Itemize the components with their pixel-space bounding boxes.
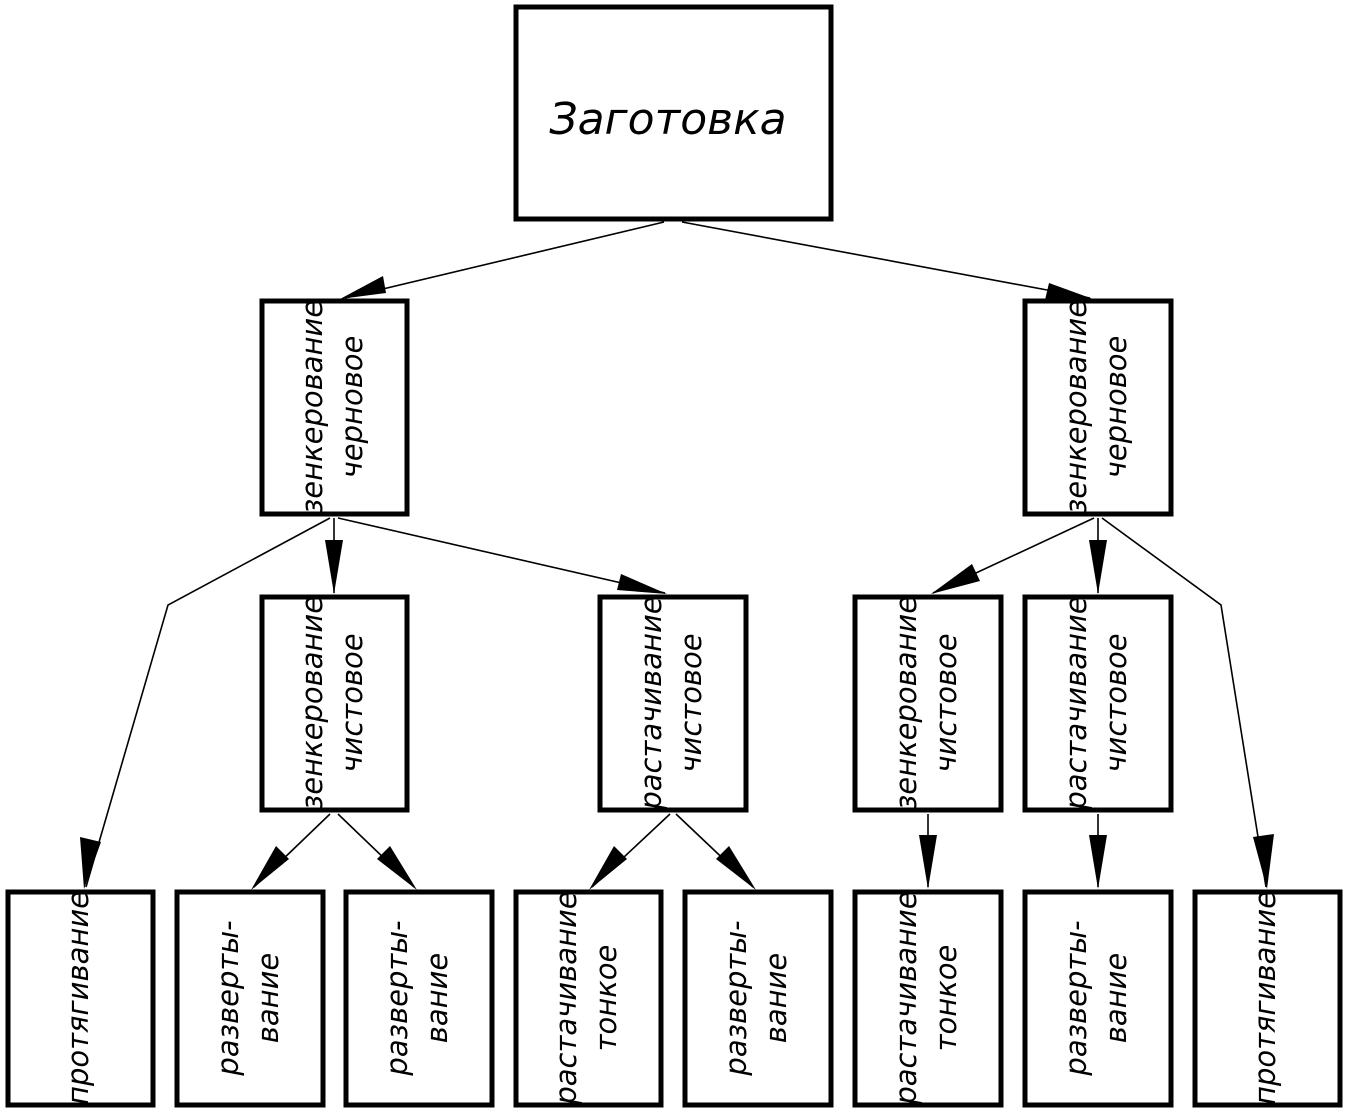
node-reaming-2-line-1: разверты- (380, 920, 414, 1076)
edge-root-to-rough-countersink-left (344, 221, 665, 299)
arrowhead-finish-countersink-left (325, 540, 343, 594)
node-fine-boring-right-line-2: тонкое (929, 945, 963, 1052)
node-finish-boring-left: растачивание чистовое (597, 594, 749, 813)
arrowhead-fine-boring-right (919, 835, 937, 889)
node-reaming-4: разверты- вание (1022, 889, 1174, 1108)
node-reaming-2-box (343, 889, 495, 1108)
node-finish-boring-right: растачивание чистовое (1022, 594, 1174, 813)
node-finish-boring-left-line-1: растачивание (634, 596, 668, 810)
node-broaching-right-box (1192, 889, 1343, 1108)
node-reaming-1-box (174, 889, 326, 1108)
arrowhead-reaming-2 (377, 846, 417, 890)
node-finish-countersink-right-line-1: зенкерование (889, 596, 923, 810)
arrowhead-finish-boring-right (1089, 540, 1107, 594)
edges (80, 221, 1274, 890)
node-fine-boring-left-line-2: тонкое (589, 945, 623, 1052)
node-rough-countersink-left: зенкерование черновое (259, 298, 410, 517)
edge-rough-right-to-broaching-right (1101, 517, 1267, 888)
arrowhead-broaching-left (80, 837, 101, 889)
arrowhead-fine-boring-left (589, 846, 627, 890)
node-fine-boring-right: растачивание тонкое (852, 889, 1004, 1108)
node-root-blank: Заготовка (513, 4, 834, 222)
node-reaming-4-line-1: разверты- (1059, 920, 1093, 1076)
node-finish-boring-left-box (597, 594, 749, 813)
node-rough-countersink-right-line-2: черновое (1099, 336, 1133, 479)
node-reaming-1-line-2: вание (251, 953, 285, 1044)
node-fine-boring-left: растачивание тонкое (513, 889, 664, 1108)
node-finish-countersink-left-box (259, 594, 410, 813)
node-fine-boring-right-box (852, 889, 1004, 1108)
node-root-box (513, 4, 834, 222)
node-reaming-4-line-2: вание (1099, 953, 1133, 1044)
node-finish-boring-right-line-2: чистовое (1099, 633, 1133, 772)
edge-rough-left-to-broaching-left (85, 517, 331, 888)
node-rough-countersink-left-line-1: зенкерование (295, 300, 329, 514)
arrowhead-broaching-right (1253, 834, 1274, 889)
node-fine-boring-left-box (513, 889, 664, 1108)
node-root-label: Заготовка (549, 94, 786, 145)
node-finish-countersink-left-line-1: зенкерование (295, 596, 329, 810)
node-reaming-2-line-2: вание (420, 953, 454, 1044)
node-broaching-right-line-1: протягивание (1248, 891, 1282, 1105)
arrowhead-finish-boring-left (617, 574, 667, 594)
node-finish-countersink-right: зенкерование чистовое (852, 594, 1004, 813)
node-finish-boring-left-line-2: чистовое (674, 633, 708, 772)
arrowhead-rough-countersink-left (340, 276, 386, 299)
node-rough-countersink-right-line-1: зенкерование (1059, 300, 1093, 514)
node-reaming-1-line-1: разверты- (211, 920, 245, 1076)
arrowhead-reaming-3 (716, 846, 756, 890)
node-broaching-left-line-1: протягивание (61, 891, 95, 1105)
node-reaming-3-line-1: разверты- (719, 920, 753, 1076)
arrowhead-rough-countersink-right (1045, 283, 1093, 300)
node-rough-countersink-right: зенкерование черновое (1022, 298, 1174, 517)
node-reaming-4-box (1022, 889, 1174, 1108)
node-finish-countersink-left: зенкерование чистовое (259, 594, 410, 813)
node-reaming-3-line-2: вание (759, 953, 793, 1044)
node-reaming-2: разверты- вание (343, 889, 495, 1108)
node-reaming-3-box (682, 889, 834, 1108)
node-rough-countersink-left-line-2: черновое (335, 336, 369, 479)
arrowhead-reaming-1 (251, 846, 289, 890)
node-finish-countersink-right-line-2: чистовое (929, 633, 963, 772)
node-rough-countersink-left-box (259, 298, 410, 517)
node-reaming-1: разверты- вание (174, 889, 326, 1108)
node-fine-boring-right-line-1: растачивание (889, 891, 923, 1105)
node-broaching-right: протягивание (1192, 889, 1343, 1108)
arrowhead-reaming-4 (1089, 835, 1107, 889)
node-broaching-left: протягивание (5, 889, 156, 1108)
node-finish-countersink-right-box (852, 594, 1004, 813)
node-rough-countersink-right-box (1022, 298, 1174, 517)
node-fine-boring-left-line-1: растачивание (549, 891, 583, 1105)
node-finish-boring-right-box (1022, 594, 1174, 813)
node-reaming-3: разверты- вание (682, 889, 834, 1108)
edge-root-to-rough-countersink-right (681, 221, 1091, 299)
edge-rough-left-to-finish-boring-left (337, 517, 666, 594)
arrowhead-finish-countersink-right (931, 564, 980, 594)
node-finish-countersink-left-line-2: чистовое (335, 633, 369, 772)
node-finish-boring-right-line-1: растачивание (1059, 596, 1093, 810)
node-broaching-left-box (5, 889, 156, 1108)
